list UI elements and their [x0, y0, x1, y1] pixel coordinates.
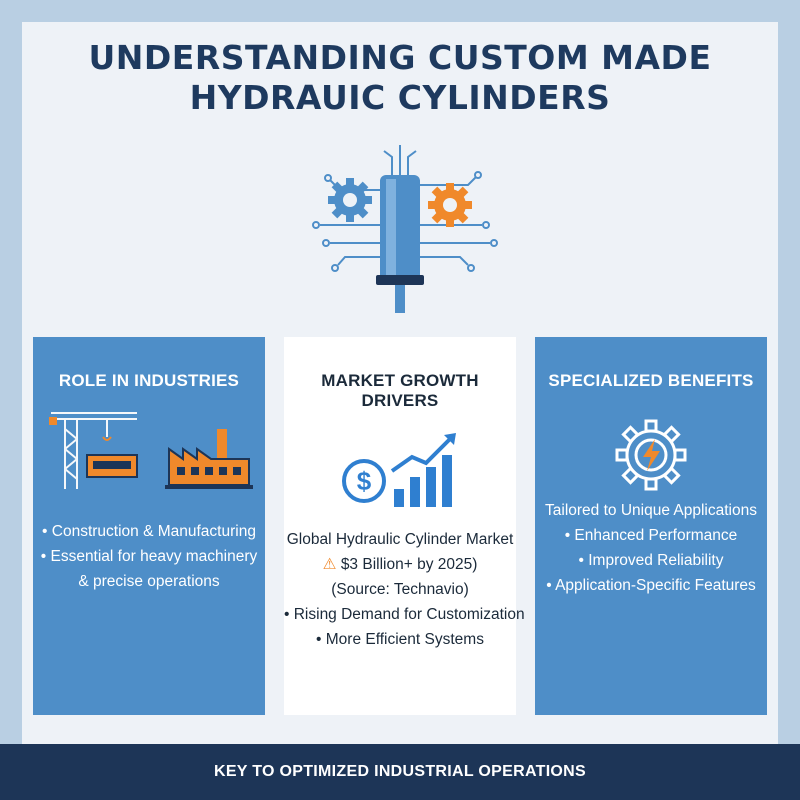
list-item: Global Hydraulic Cylinder Market — [286, 531, 514, 548]
list-item: Tailored to Unique Applications — [545, 502, 757, 519]
crane-icon — [49, 412, 138, 489]
gear-lightning-icon — [615, 419, 687, 491]
list-item: ⚠ $3 Billion+ by 2025) — [322, 556, 478, 573]
hydraulic-cylinder-gears-icon — [312, 145, 498, 313]
dollar-growth-chart-icon: $ — [342, 433, 456, 507]
svg-text:$: $ — [357, 466, 372, 496]
card-role-in-industries: ROLE IN INDUSTRIES • — [33, 337, 265, 715]
title-line-2: HYDRAUIC CYLINDERS — [189, 78, 611, 117]
warning-icon: ⚠ — [322, 556, 337, 573]
card-title: MARKET GROWTH DRIVERS — [321, 371, 479, 410]
list-item: • Enhanced Performance — [564, 527, 738, 544]
factory-icon — [165, 429, 253, 489]
list-item: • Rising Demand for Customization — [284, 606, 525, 623]
list-item: (Source: Technavio) — [331, 581, 469, 598]
list-item: • Application-Specific Features — [546, 577, 756, 594]
title-line-1: UNDERSTANDING CUSTOM MADE — [88, 38, 712, 77]
list-item: • More Efficient Systems — [316, 631, 484, 648]
list-item: • Construction & Manufacturing — [42, 523, 256, 540]
card-bullets: • Construction & Manufacturing • Essenti… — [33, 519, 265, 594]
list-item: & precise operations — [78, 573, 220, 590]
card-specialized-benefits: SPECIALIZED BENEFITS Tailored to Unique … — [535, 337, 767, 715]
list-item: • Essential for heavy machinery — [40, 548, 258, 565]
card-bullets: Global Hydraulic Cylinder Market ⚠ $3 Bi… — [284, 527, 525, 652]
card-market-growth-drivers: MARKET GROWTH DRIVERS $ Global Hydraulic… — [284, 337, 525, 715]
card-title: ROLE IN INDUSTRIES — [58, 371, 240, 390]
footer-banner: KEY TO OPTIMIZED INDUSTRIAL OPERATIONS — [0, 744, 800, 800]
page-title: UNDERSTANDING CUSTOM MADE HYDRAUIC CYLIN… — [0, 38, 800, 118]
list-item: • Improved Reliability — [578, 552, 724, 569]
card-title: SPECIALIZED BENEFITS — [548, 371, 754, 390]
card-bullets: Tailored to Unique Applications • Enhanc… — [535, 498, 767, 598]
